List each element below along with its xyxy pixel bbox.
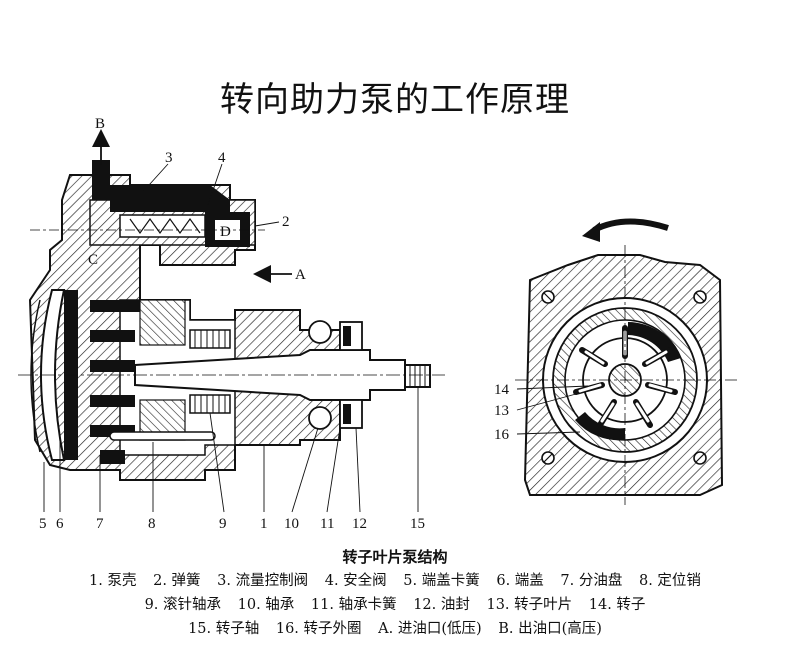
legend-item: 12. 油封: [413, 597, 470, 613]
label-C: C: [88, 252, 98, 268]
label-10: 10: [284, 516, 299, 532]
label-A: A: [295, 267, 306, 283]
label-7: 7: [96, 516, 104, 532]
label-4: 4: [218, 150, 226, 166]
legend-item: 16. 转子外圈: [275, 621, 362, 637]
legend-item: 7. 分油盘: [560, 573, 623, 589]
legend-item: 1. 泵壳: [89, 573, 137, 589]
legend-item: 11. 轴承卡簧: [310, 597, 397, 613]
label-9: 9: [219, 516, 227, 532]
legend-item: 2. 弹簧: [153, 573, 201, 589]
legend-item: 6. 端盖: [496, 573, 544, 589]
label-D: D: [220, 224, 231, 240]
legend-item: 4. 安全阀: [324, 573, 387, 589]
legend-item: 13. 转子叶片: [486, 597, 573, 613]
legend-row-1: 1. 泵壳 2. 弹簧 3. 流量控制阀 4. 安全阀 5. 端盖卡簧 6. 端…: [0, 569, 790, 590]
label-6: 6: [56, 516, 64, 532]
label-1: 1: [260, 516, 268, 532]
legend-item: 5. 端盖卡簧: [403, 573, 480, 589]
legend-row-2: 9. 滚针轴承 10. 轴承 11. 轴承卡簧 12. 油封 13. 转子叶片 …: [0, 593, 790, 614]
legend-item: 15. 转子轴: [188, 621, 260, 637]
front-section-view: 14 13 16: [494, 218, 740, 505]
label-2: 2: [282, 214, 290, 230]
legend-item: B. 出油口(高压): [498, 621, 602, 637]
page-title: 转向助力泵的工作原理: [220, 80, 570, 120]
label-12: 12: [352, 516, 367, 532]
rotor-shaft: [134, 349, 406, 401]
label-11: 11: [320, 516, 334, 532]
label-5: 5: [39, 516, 47, 532]
legend-item: 3. 流量控制阀: [217, 573, 309, 589]
label-15: 15: [410, 516, 425, 532]
legend-item: A. 进油口(低压): [378, 621, 482, 637]
legend-item: 9. 滚针轴承: [144, 597, 222, 613]
label-16: 16: [494, 427, 510, 443]
caption-title: 转子叶片泵结构: [342, 548, 448, 566]
legend-row-3: 15. 转子轴 16. 转子外圈 A. 进油口(低压) B. 出油口(高压): [0, 617, 790, 638]
label-13: 13: [494, 403, 509, 419]
legend-item: 14. 转子: [588, 597, 646, 613]
legend-item: 10. 轴承: [237, 597, 295, 613]
rotation-arrow: [592, 218, 669, 233]
legend-item: 8. 定位销: [638, 573, 701, 589]
label-8: 8: [148, 516, 156, 532]
label-B: B: [95, 116, 105, 132]
label-3: 3: [165, 150, 173, 166]
side-section-view: B 3 4 2 D C A 5 6 7 8 9 1 10 11 12 15: [18, 116, 445, 532]
label-14: 14: [494, 382, 510, 398]
